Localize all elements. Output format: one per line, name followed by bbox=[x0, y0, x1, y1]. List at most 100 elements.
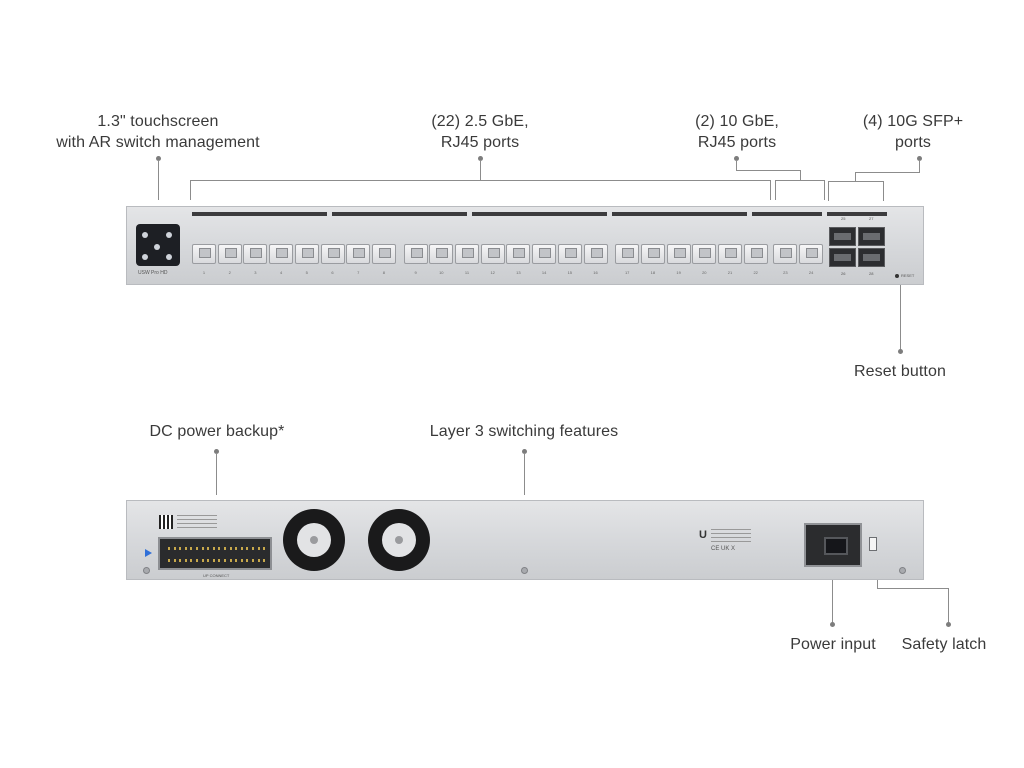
rj45-port[interactable] bbox=[743, 244, 768, 264]
connector-pin bbox=[168, 547, 170, 550]
sfp-port[interactable] bbox=[829, 227, 856, 246]
rj45-port[interactable] bbox=[640, 244, 665, 264]
rj45-port[interactable] bbox=[294, 244, 319, 264]
ports-10g-leader-h bbox=[736, 170, 801, 171]
ports-25g-leader bbox=[480, 160, 481, 180]
dc-power-callout: DC power backup* bbox=[149, 423, 285, 440]
connector-pin bbox=[263, 559, 266, 562]
connector-pin bbox=[263, 547, 266, 550]
sfp-leader bbox=[919, 160, 920, 172]
connector-pin bbox=[207, 547, 210, 550]
sfp-bracket-left bbox=[828, 181, 829, 201]
sfp-number: 26 bbox=[841, 271, 846, 276]
sfp-callout: (4) 10G SFP+ ports bbox=[843, 111, 983, 153]
screw bbox=[521, 567, 528, 574]
front-strip bbox=[612, 212, 747, 216]
rj45-port[interactable] bbox=[718, 244, 742, 264]
port-number: 1 bbox=[202, 270, 206, 275]
connector-pin bbox=[179, 559, 182, 562]
sfp-number: 27 bbox=[869, 216, 874, 221]
rj45-port[interactable] bbox=[455, 244, 479, 264]
dc-power-leader bbox=[216, 453, 217, 495]
ports-10g-bracket bbox=[775, 180, 825, 181]
screen-icon bbox=[166, 232, 172, 238]
connector-pin bbox=[212, 547, 215, 550]
safety-latch-callout: Safety latch bbox=[901, 636, 987, 653]
ports-10g-bracket-right bbox=[824, 180, 825, 200]
port-number: 6 bbox=[331, 270, 334, 275]
rj45-port[interactable] bbox=[320, 244, 345, 264]
rj45-port[interactable] bbox=[692, 244, 717, 264]
connector-pin bbox=[246, 559, 249, 562]
port-number: 7 bbox=[357, 270, 360, 275]
connector-pin bbox=[201, 559, 204, 562]
rj45-port[interactable] bbox=[480, 244, 505, 264]
dc-power-connector[interactable] bbox=[158, 537, 272, 570]
connector-pin bbox=[224, 559, 226, 562]
port-number: 14 bbox=[541, 270, 547, 275]
sfp-port-block: 25 27 26 28 bbox=[827, 216, 887, 276]
ports-25g-callout-line2: RJ45 ports bbox=[440, 134, 520, 151]
ports-25g-leader-dot bbox=[478, 156, 483, 161]
sfp-port[interactable] bbox=[858, 227, 885, 246]
connector-pin bbox=[190, 547, 193, 550]
rj45-port[interactable] bbox=[799, 244, 824, 264]
rj45-port[interactable] bbox=[243, 244, 268, 264]
connector-pin bbox=[235, 547, 238, 550]
rj45-port[interactable] bbox=[773, 244, 798, 264]
sfp-port[interactable] bbox=[829, 248, 856, 267]
connector-pin bbox=[212, 559, 215, 562]
rj45-port[interactable] bbox=[429, 244, 454, 264]
ports-10g-leader bbox=[736, 160, 737, 170]
arrow-right-icon bbox=[145, 549, 152, 557]
connector-pin bbox=[240, 559, 243, 562]
layer3-callout: Layer 3 switching features bbox=[429, 423, 619, 440]
reset-mark: RESET bbox=[901, 273, 915, 278]
screw bbox=[143, 567, 150, 574]
sfp-number: 25 bbox=[841, 216, 846, 221]
ports-10g-callout-line2: RJ45 ports bbox=[697, 134, 777, 151]
connector-pin bbox=[229, 547, 232, 550]
port-number: 21 bbox=[727, 270, 733, 275]
safety-latch-leader-h bbox=[877, 588, 949, 589]
layer3-leader bbox=[524, 453, 525, 495]
port-number: 12 bbox=[490, 270, 495, 275]
power-input-socket[interactable] bbox=[804, 523, 862, 567]
rj45-port[interactable] bbox=[506, 244, 531, 264]
screw bbox=[899, 567, 906, 574]
port-number: 13 bbox=[516, 270, 521, 275]
connector-pin bbox=[184, 559, 187, 562]
rj45-port[interactable] bbox=[532, 244, 557, 264]
rj45-port[interactable] bbox=[666, 244, 691, 264]
connector-pin bbox=[246, 547, 249, 550]
rj45-port[interactable] bbox=[346, 244, 371, 264]
rj45-port[interactable] bbox=[371, 244, 396, 264]
front-strip bbox=[827, 212, 887, 216]
safety-latch-leader-v2 bbox=[948, 588, 949, 624]
rj45-port[interactable] bbox=[217, 244, 242, 264]
model-badge: USW Pro HD bbox=[138, 270, 168, 276]
rj45-port[interactable] bbox=[557, 244, 582, 264]
connector-caption: UP CONNECT bbox=[203, 573, 230, 578]
rj45-port[interactable] bbox=[583, 244, 608, 264]
rear-spec-text bbox=[711, 529, 751, 543]
rj45-port[interactable] bbox=[192, 244, 216, 264]
screen-icon bbox=[142, 254, 148, 260]
ports-10g-leader-v bbox=[800, 170, 801, 180]
rj45-port[interactable] bbox=[403, 244, 428, 264]
connector-pin bbox=[224, 547, 226, 550]
port-number: 24 bbox=[808, 270, 814, 275]
fan-vent bbox=[368, 509, 430, 571]
sfp-callout-line2: ports bbox=[894, 134, 932, 151]
rj45-port[interactable] bbox=[269, 244, 294, 264]
port-number: 3 bbox=[254, 270, 257, 275]
port-number: 15 bbox=[567, 270, 573, 275]
touchscreen-display[interactable] bbox=[136, 224, 180, 266]
layer3-leader-dot bbox=[522, 449, 527, 454]
sfp-port[interactable] bbox=[858, 248, 885, 267]
reset-button[interactable] bbox=[895, 274, 899, 278]
rj45-port[interactable] bbox=[615, 244, 640, 264]
safety-latch[interactable] bbox=[869, 537, 877, 551]
port-number: 23 bbox=[783, 270, 788, 275]
